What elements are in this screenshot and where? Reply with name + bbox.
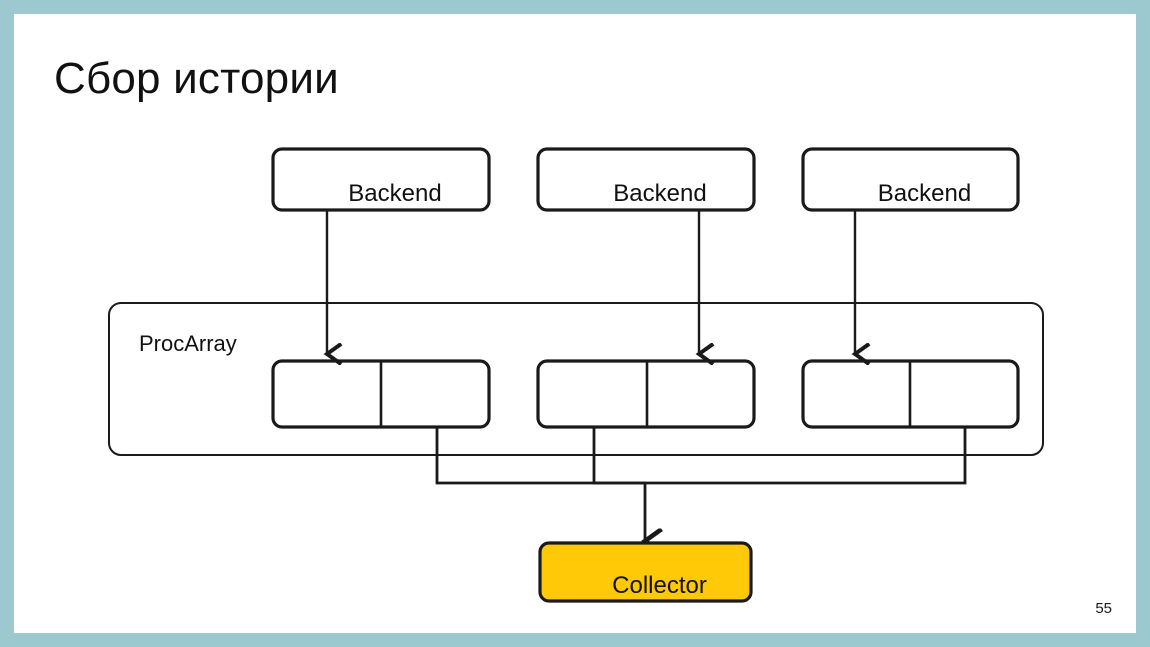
diagram-svg [108, 147, 1044, 603]
edge-slot2-to-bus [592, 427, 645, 485]
page-title: Сбор истории [54, 54, 339, 103]
page-number: 55 [1095, 600, 1112, 617]
edge-slot1-to-bus [435, 427, 645, 485]
backend-box-3[interactable] [801, 147, 1020, 212]
backend-box-2[interactable] [536, 147, 756, 212]
edge-slot3-to-bus [645, 427, 967, 485]
procarray-label: ProcArray [139, 331, 237, 356]
backend-box-1[interactable] [271, 147, 491, 212]
slide-canvas: Сбор истории ProcArray [14, 14, 1136, 633]
collector-box[interactable] [538, 541, 753, 603]
